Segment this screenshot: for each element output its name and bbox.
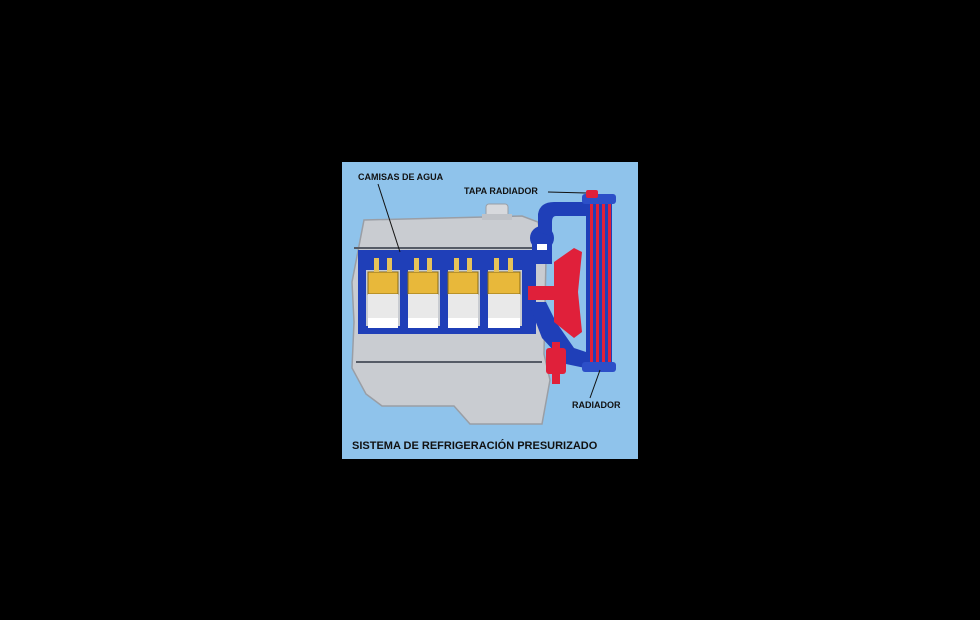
radiator-cap-leader xyxy=(547,191,587,194)
water-jackets-leader xyxy=(377,183,401,253)
water-jackets-label: CAMISAS DE AGUA xyxy=(358,172,444,182)
lower-hose xyxy=(528,302,604,372)
cylinders xyxy=(367,258,521,328)
radiator-label: RADIADOR xyxy=(572,400,621,410)
radiator-core xyxy=(582,194,616,372)
radiator-leader xyxy=(589,369,601,399)
fan-and-pump xyxy=(528,248,582,384)
radiator-cap-label: TAPA RADIADOR xyxy=(464,186,538,196)
radiator-cap xyxy=(586,190,598,198)
cooling-system-diagram: CAMISAS DE AGUA TAPA RADIADOR RADIADOR S… xyxy=(342,162,638,459)
diagram-title: SISTEMA DE REFRIGERACIÓN PRESURIZADO xyxy=(352,440,598,452)
upper-hose xyxy=(530,202,594,264)
diagram-artwork xyxy=(351,183,616,425)
